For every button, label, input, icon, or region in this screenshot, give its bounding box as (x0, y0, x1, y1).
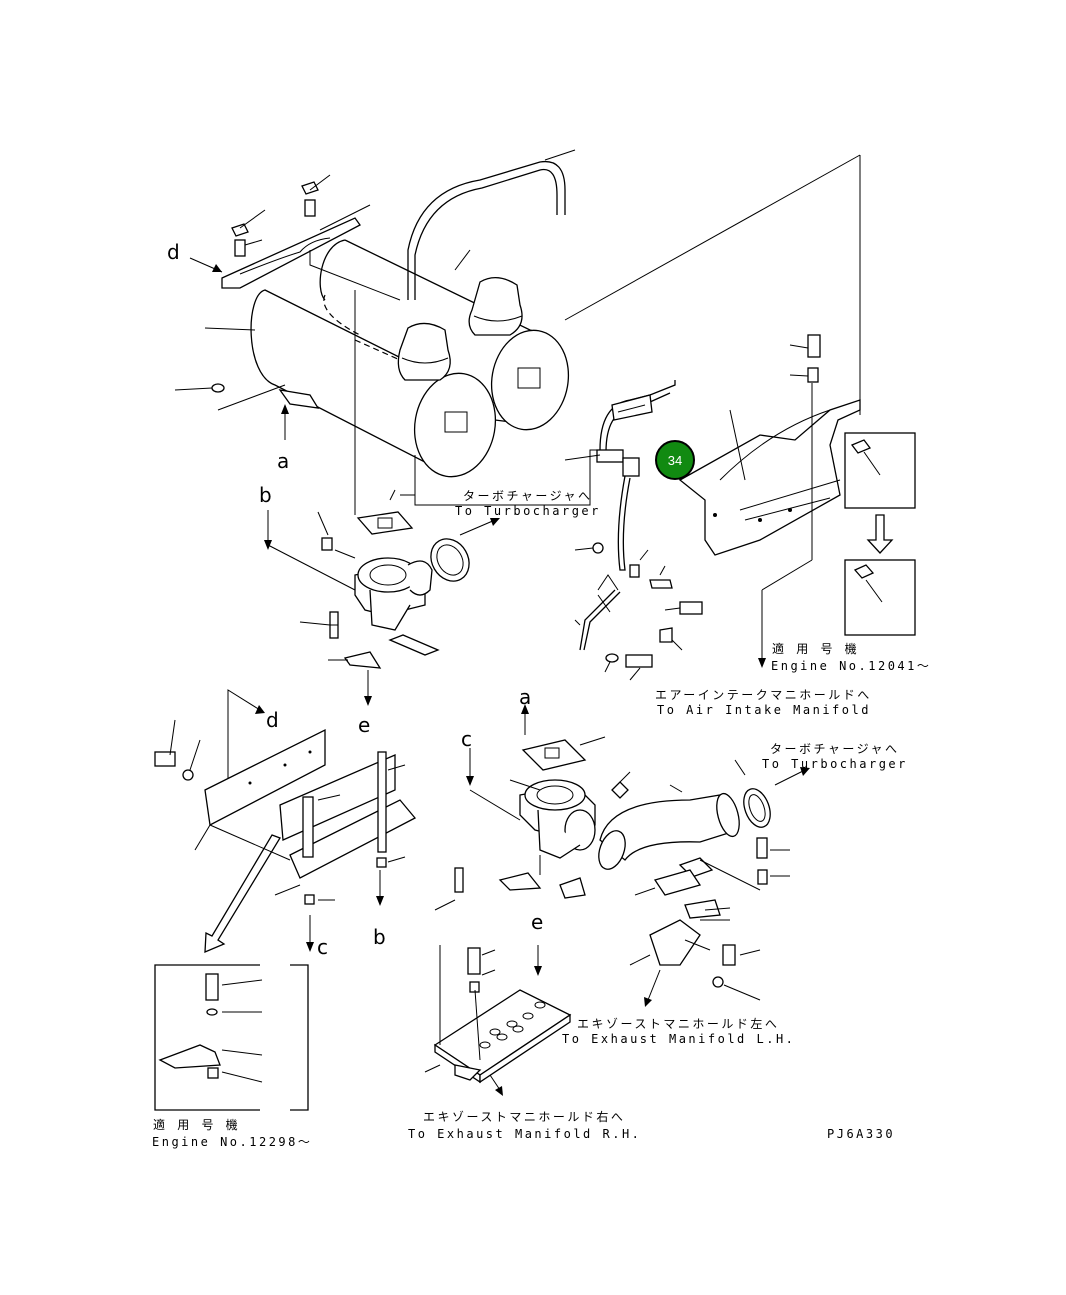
reference-b: b (373, 925, 386, 949)
note-exhaust-rh-en: To Exhaust Manifold R.H. (408, 1127, 642, 1141)
drawing-code: PJ6A330 (827, 1127, 896, 1141)
note-engine-en: Engine No.12298～ (152, 1135, 313, 1149)
reference-c: c (461, 727, 472, 751)
note-turbo-en: To Turbocharger (762, 757, 908, 771)
note-exhaust-lh-jp: エキゾーストマニホールド左へ (577, 1017, 780, 1031)
note-air-intake-jp: エアーインテークマニホールドへ (655, 688, 872, 702)
heat-shield-d (154, 719, 417, 905)
reference-a: a (519, 685, 532, 709)
note-exhaust-lh-en: To Exhaust Manifold L.H. (562, 1032, 796, 1046)
mounting-plate-e (424, 945, 572, 1084)
reference-d: d (167, 240, 180, 264)
muffler-support-bracket (564, 334, 861, 681)
exhaust-elbow-c (434, 736, 631, 911)
callout-34[interactable]: 34 (655, 440, 695, 480)
reference-e: e (358, 713, 371, 737)
note-turbo-en: To Turbocharger (455, 504, 601, 518)
exhaust-elbow-b (267, 511, 470, 669)
reference-c: c (317, 935, 328, 959)
note-engine-en: Engine No.12041～ (771, 659, 932, 673)
note-air-intake-en: To Air Intake Manifold (657, 703, 871, 717)
inset-detail-right (844, 432, 916, 636)
muffler-assembly (174, 149, 861, 515)
note-engine-jp: 適 用 号 機 (153, 1118, 241, 1132)
turbo-pipe (598, 759, 790, 1001)
inset-detail-left (154, 964, 309, 1111)
reference-a: a (277, 449, 290, 473)
note-turbo-jp: ターボチャージャへ (770, 742, 900, 756)
note-engine-jp: 適 用 号 機 (772, 642, 860, 656)
reference-arrows (189, 257, 894, 1096)
reference-d: d (266, 708, 279, 732)
reference-e: e (531, 910, 544, 934)
reference-b: b (259, 483, 272, 507)
note-exhaust-rh-jp: エキゾーストマニホールド右へ (423, 1110, 626, 1124)
note-turbo-jp: ターボチャージャへ (463, 489, 593, 503)
